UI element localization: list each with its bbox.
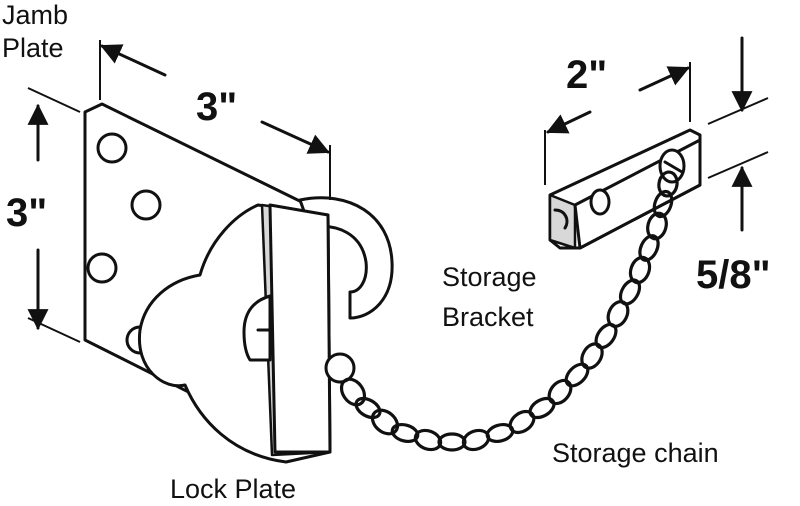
dimension-bracket-height-label: 5/8" <box>696 253 771 297</box>
dimension-bracket-height <box>707 36 769 232</box>
dimension-jamb-height <box>27 87 81 343</box>
dimension-bracket-width <box>544 62 691 185</box>
dimension-jamb-height-label: 3" <box>6 191 47 235</box>
label-storage-bracket-line1: Storage <box>442 262 537 292</box>
storage-bracket <box>548 128 702 250</box>
label-jamb-plate-line2: Plate <box>2 33 64 63</box>
dimension-bracket-width-label: 2" <box>566 53 607 97</box>
label-jamb-plate-line1: Jamb <box>2 0 68 30</box>
label-storage-chain: Storage chain <box>552 438 719 468</box>
label-storage-bracket-line2: Bracket <box>442 302 534 332</box>
dimension-jamb-width <box>99 40 331 200</box>
lock-plate <box>138 196 394 464</box>
dimension-jamb-width-label: 3" <box>196 85 237 129</box>
storage-chain <box>339 170 679 452</box>
label-lock-plate: Lock Plate <box>170 474 296 504</box>
